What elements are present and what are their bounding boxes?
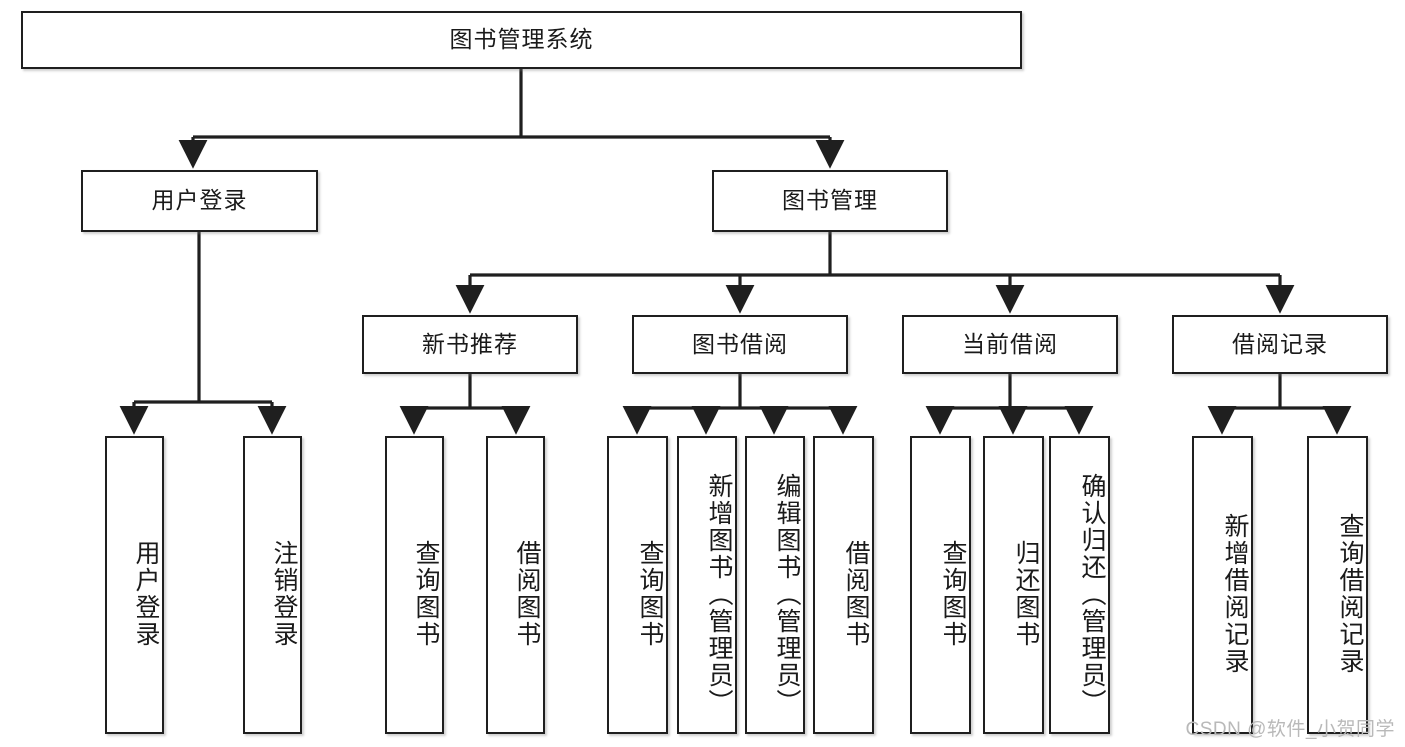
- leaf-label: 借阅图书: [842, 540, 870, 648]
- leaf-query-book-bor[interactable]: 查询图书: [607, 436, 668, 734]
- leaf-borrow-book-bor[interactable]: 借阅图书: [813, 436, 874, 734]
- leaf-query-book-rec[interactable]: 查询图书: [385, 436, 444, 734]
- leaf-borrow-book-rec[interactable]: 借阅图书: [486, 436, 545, 734]
- leaf-label: 新增借阅记录: [1221, 513, 1249, 675]
- csdn-watermark: CSDN @软件_小贺同学: [1185, 719, 1395, 740]
- leaf-query-book-cur[interactable]: 查询图书: [910, 436, 971, 734]
- leaf-label: 归还图书: [1012, 540, 1040, 648]
- leaf-add-book[interactable]: 新增图书（管理员）: [677, 436, 737, 734]
- node-borrow-record[interactable]: 借阅记录: [1172, 315, 1388, 374]
- leaf-label: 查询图书: [412, 540, 440, 648]
- leaf-confirm-return[interactable]: 确认归还（管理员）: [1049, 436, 1110, 734]
- leaf-label: 新增图书（管理员）: [705, 472, 733, 716]
- leaf-label: 查询借阅记录: [1336, 513, 1364, 675]
- leaf-label: 确认归还（管理员）: [1078, 472, 1106, 716]
- node-root[interactable]: 图书管理系统: [21, 11, 1022, 69]
- node-new-book-rec[interactable]: 新书推荐: [362, 315, 578, 374]
- leaf-label: 注销登录: [270, 540, 298, 648]
- leaf-label: 编辑图书（管理员）: [773, 472, 801, 716]
- leaf-logout[interactable]: 注销登录: [243, 436, 302, 734]
- leaf-label: 查询图书: [939, 540, 967, 648]
- leaf-add-record[interactable]: 新增借阅记录: [1192, 436, 1253, 734]
- node-book-manage[interactable]: 图书管理: [712, 170, 948, 232]
- leaf-label: 查询图书: [636, 540, 664, 648]
- leaf-return-book[interactable]: 归还图书: [983, 436, 1044, 734]
- leaf-edit-book[interactable]: 编辑图书（管理员）: [745, 436, 805, 734]
- leaf-label: 用户登录: [132, 540, 160, 648]
- leaf-query-record[interactable]: 查询借阅记录: [1307, 436, 1368, 734]
- leaf-user-login[interactable]: 用户登录: [105, 436, 164, 734]
- leaf-label: 借阅图书: [513, 540, 541, 648]
- node-current-borrow[interactable]: 当前借阅: [902, 315, 1118, 374]
- node-user-login[interactable]: 用户登录: [81, 170, 318, 232]
- node-book-borrow[interactable]: 图书借阅: [632, 315, 848, 374]
